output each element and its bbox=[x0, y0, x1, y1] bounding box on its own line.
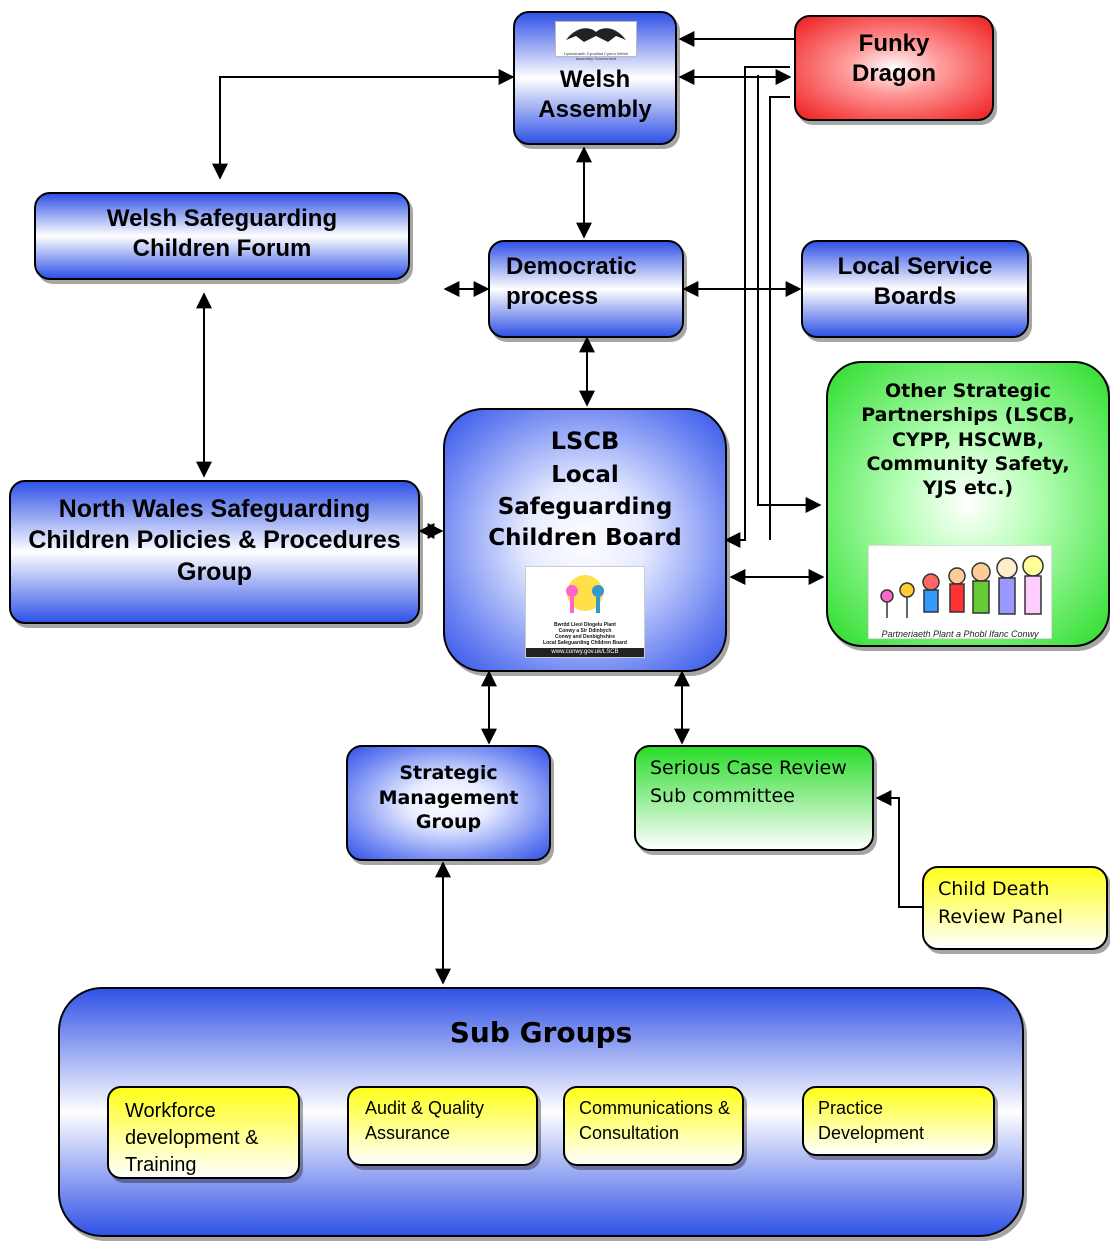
serious-case-review-label: Serious Case Review Sub committee bbox=[650, 757, 847, 807]
sub-groups-box: Sub Groups Workforce development & Train… bbox=[58, 987, 1024, 1237]
other-strategic-box: Other Strategic Partnerships (LSCB, CYPP… bbox=[826, 361, 1110, 647]
subgroup-audit: Audit & Quality Assurance bbox=[347, 1086, 538, 1166]
welsh-assembly-logo-text: Llywodraeth Cynulliad Cymru Welsh Assemb… bbox=[563, 51, 629, 61]
north-wales-label: North Wales Safeguarding Children Polici… bbox=[28, 495, 401, 586]
connector-wa-wscf bbox=[212, 69, 515, 180]
connector-fd-lscb-1 bbox=[724, 66, 790, 548]
connector-cdrp-scr bbox=[875, 790, 922, 908]
lscb-logo-text: Bwrdd Lleol Diogelu Plant Conwy a Sir Dd… bbox=[526, 622, 644, 646]
sun-children-logo bbox=[566, 575, 604, 613]
connector-fd-other bbox=[757, 75, 822, 513]
lscb-logo-line-2: Conwy a Sir Ddinbych bbox=[558, 628, 612, 634]
welsh-assembly-box: Llywodraeth Cynulliad Cymru Welsh Assemb… bbox=[513, 11, 677, 145]
child-death-review-box: Child Death Review Panel bbox=[922, 866, 1108, 950]
subgroup-practice: Practice Development bbox=[802, 1086, 995, 1156]
other-strategic-label: Other Strategic Partnerships (LSCB, CYPP… bbox=[861, 380, 1075, 500]
funky-dragon-label: Funky Dragon bbox=[852, 30, 936, 87]
lscb-logo-line-3: Conwy and Denbighshire bbox=[554, 634, 615, 640]
lscb-logo-line-4: Local Safeguarding Children Board bbox=[543, 640, 627, 646]
north-wales-box: North Wales Safeguarding Children Polici… bbox=[9, 480, 420, 624]
subgroup-practice-label: Practice Development bbox=[818, 1098, 925, 1144]
funky-dragon-box: Funky Dragon bbox=[794, 15, 994, 121]
strategic-management-label: Strategic Management Group bbox=[378, 762, 519, 834]
subgroup-communications: Communications & Consultation bbox=[563, 1086, 744, 1166]
children-figures-drawing bbox=[880, 555, 1044, 618]
lscb-title: LSCB bbox=[550, 427, 620, 455]
democratic-process-box: Democratic process bbox=[488, 240, 684, 338]
childrens-drawing-image: Partneriaeth Plant a Phobl Ifanc Conwy bbox=[868, 545, 1052, 639]
welsh-assembly-label: Welsh Assembly bbox=[538, 66, 652, 123]
strategic-management-box: Strategic Management Group bbox=[346, 745, 551, 861]
wscf-label: Welsh Safeguarding Children Forum bbox=[106, 205, 338, 262]
subgroup-workforce-label: Workforce development & Training bbox=[125, 1100, 259, 1176]
welsh-assembly-logo: Llywodraeth Cynulliad Cymru Welsh Assemb… bbox=[555, 21, 637, 61]
child-death-review-label: Child Death Review Panel bbox=[938, 878, 1064, 928]
childrens-drawing-caption: Partneriaeth Plant a Phobl Ifanc Conwy bbox=[881, 629, 1039, 639]
lscb-label: Local Safeguarding Children Board bbox=[488, 462, 682, 552]
connector-fd-lscb-2 bbox=[769, 96, 790, 540]
local-service-boards-label: Local Service Boards bbox=[837, 253, 993, 310]
wscf-box: Welsh Safeguarding Children Forum bbox=[34, 192, 410, 280]
serious-case-review-box: Serious Case Review Sub committee bbox=[634, 745, 874, 851]
subgroup-audit-label: Audit & Quality Assurance bbox=[365, 1098, 485, 1144]
lscb-logo-url: www.conwy.gov.uk/LSCB bbox=[526, 648, 644, 657]
subgroup-workforce: Workforce development & Training bbox=[107, 1086, 300, 1179]
democratic-process-label: Democratic process bbox=[506, 253, 637, 310]
local-service-boards-box: Local Service Boards bbox=[801, 240, 1029, 338]
sub-groups-title: Sub Groups bbox=[449, 1016, 633, 1049]
dragon-icon bbox=[566, 28, 626, 42]
lscb-logo-line-1: Bwrdd Lleol Diogelu Plant bbox=[554, 622, 616, 628]
lscb-box: LSCB Local Safeguarding Children Board B… bbox=[443, 408, 727, 672]
lscb-logo: Bwrdd Lleol Diogelu Plant Conwy a Sir Dd… bbox=[525, 566, 645, 658]
subgroup-communications-label: Communications & Consultation bbox=[579, 1098, 731, 1144]
